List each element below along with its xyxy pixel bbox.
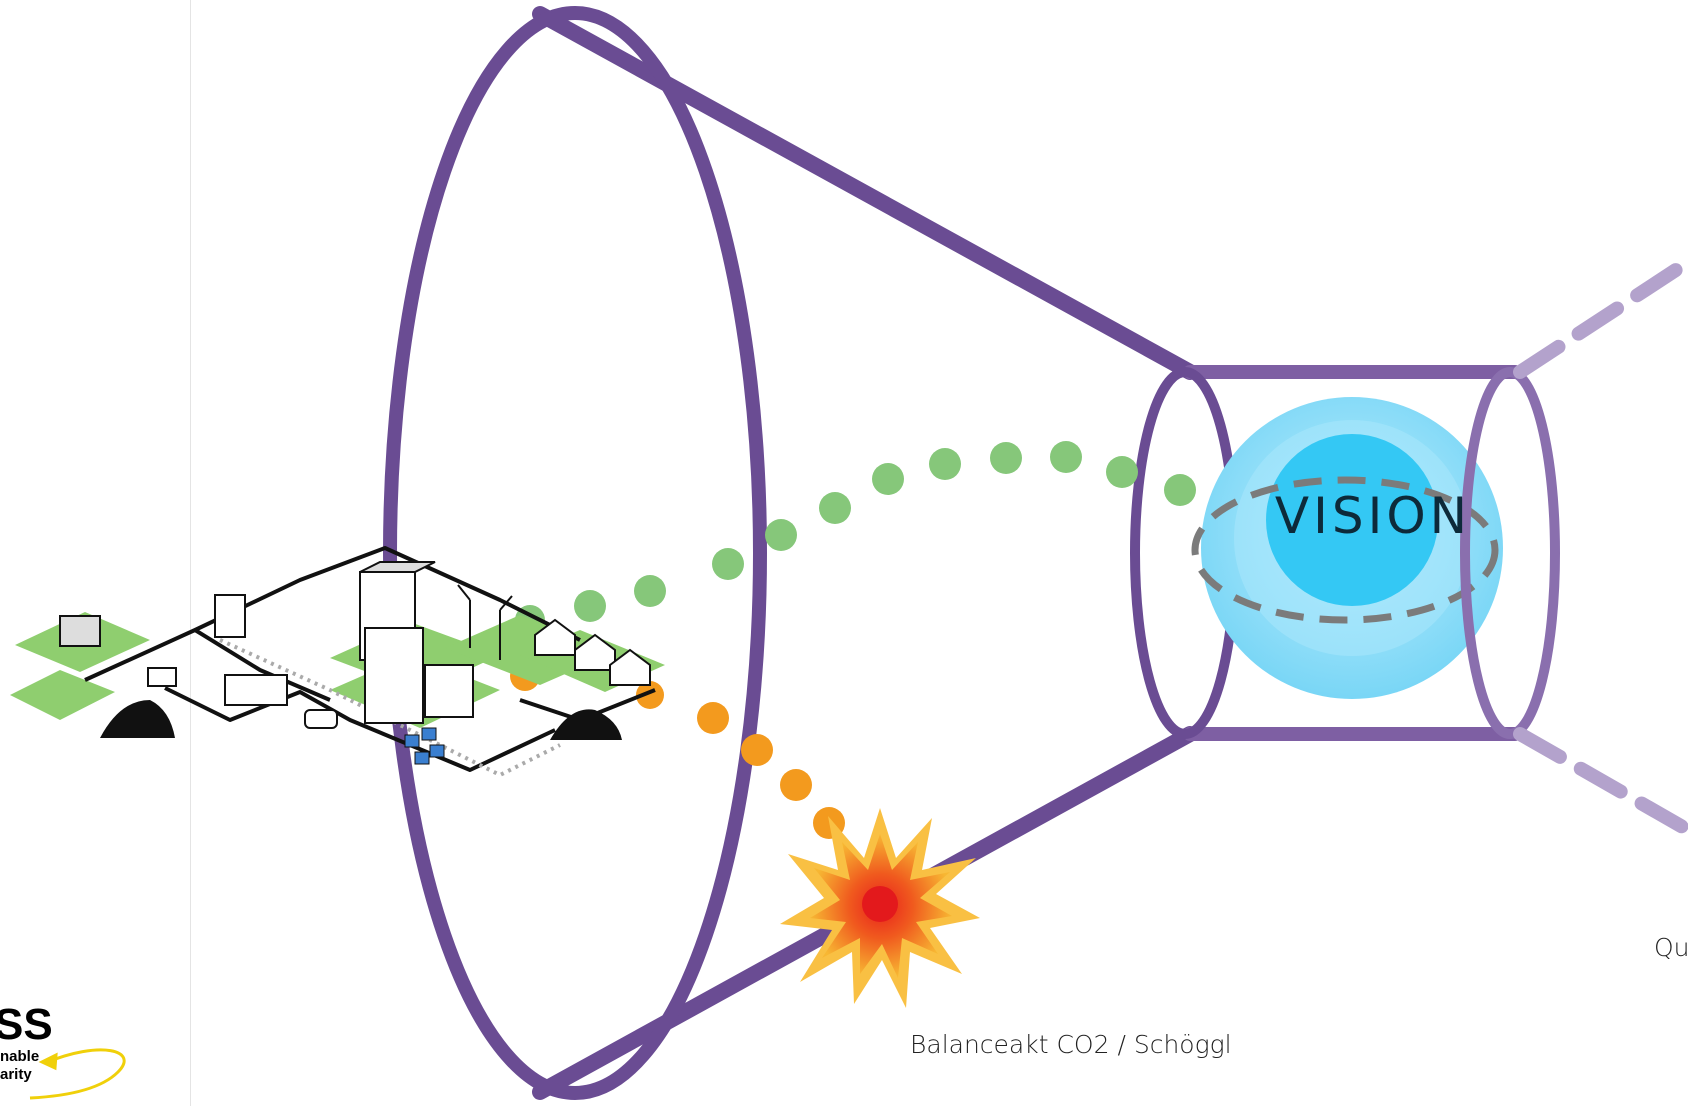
green-dot	[819, 492, 851, 524]
tube-back	[1460, 255, 1688, 837]
logo-mark: SS	[0, 1000, 53, 1049]
funnel-upper-edge	[532, 6, 1198, 380]
green-dot	[1164, 474, 1196, 506]
green-dot	[990, 442, 1022, 474]
vision-sphere-icon	[1191, 397, 1503, 699]
caption-source: Qu	[1654, 933, 1688, 962]
funnel-mouth	[383, 6, 767, 1100]
fade-upper	[1513, 255, 1688, 379]
caption-balance: Balanceakt CO2 / Schöggl	[910, 1030, 1232, 1059]
vision-label: VISION	[1274, 487, 1472, 545]
green-dot	[574, 590, 606, 622]
orange-dot	[780, 769, 812, 801]
logo-line-1: nable	[0, 1048, 40, 1065]
green-dot	[765, 519, 797, 551]
funnel-outline	[383, 6, 1198, 1100]
orange-dot	[636, 681, 664, 709]
green-dot	[929, 448, 961, 480]
green-dot	[712, 548, 744, 580]
logo-arrow-icon	[29, 1048, 126, 1100]
vision-inner	[1266, 434, 1438, 606]
orange-dot	[741, 734, 773, 766]
orange-dot	[697, 702, 729, 734]
green-dot	[1106, 456, 1138, 488]
logo-line-2: arity	[0, 1066, 32, 1083]
green-dot	[1050, 441, 1082, 473]
slide-divider	[190, 0, 191, 1106]
city-illustration-icon	[10, 546, 665, 778]
green-dot	[872, 463, 904, 495]
fade-lower	[1513, 727, 1688, 837]
orange-dot-path	[510, 661, 845, 839]
explosion-icon	[780, 808, 980, 1008]
green-dot	[634, 575, 666, 607]
tube-back-ring	[1460, 367, 1560, 739]
vision-dashed-ring	[1191, 476, 1499, 624]
green-dot-path	[515, 441, 1196, 635]
logo: SS nable arity	[0, 1000, 53, 1083]
